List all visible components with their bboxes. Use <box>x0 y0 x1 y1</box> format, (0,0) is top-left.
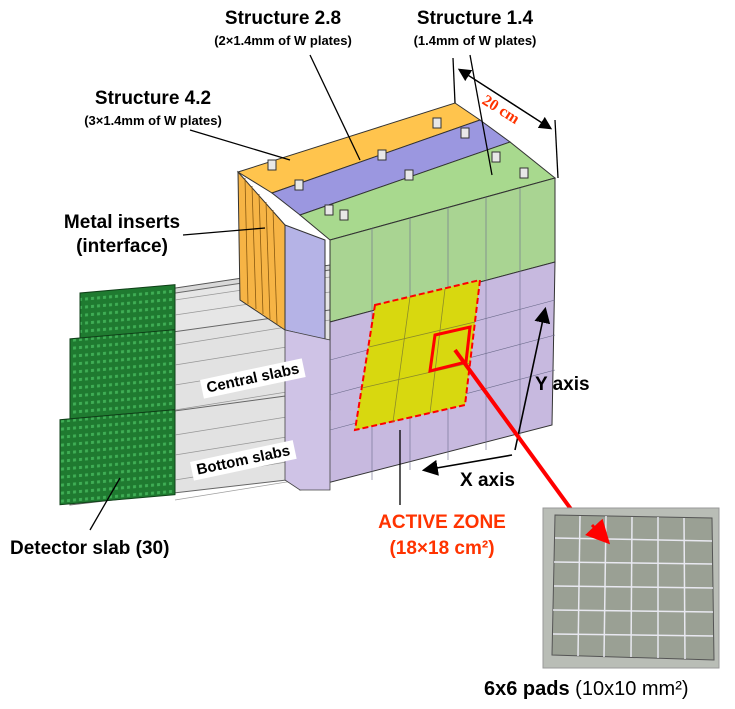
y-axis-arrow <box>514 306 551 451</box>
pad-zoom-arrow <box>453 348 597 545</box>
x-axis-arrow <box>421 454 513 476</box>
structure-4-2-title: Structure 4.2 <box>94 88 212 109</box>
structure-1-4-title: Structure 1.4 <box>416 8 534 29</box>
leader-structure-1-4 <box>469 54 493 176</box>
metal-insert-icons <box>267 117 529 221</box>
leader-structure-4-2 <box>189 129 291 161</box>
x-axis-label: X axis <box>460 470 515 491</box>
active-zone-size-label: (18×18 cm²) <box>389 538 495 559</box>
mechanical-structure <box>236 102 557 491</box>
active-zone-label: ACTIVE ZONE <box>378 512 506 533</box>
side-plate-lines <box>244 177 278 325</box>
pads-caption: 6x6 pads (10x10 mm²) <box>484 678 689 701</box>
width-dimension <box>452 57 559 179</box>
leader-detector-slab <box>89 477 121 531</box>
structure-2-8-title: Structure 2.8 <box>224 8 342 29</box>
metal-inserts-label: Metal inserts <box>63 212 181 233</box>
detector-slab-label: Detector slab (30) <box>10 538 170 559</box>
y-axis-label: Y axis <box>535 374 590 395</box>
axes <box>421 306 551 476</box>
side-purple-plates <box>284 224 326 341</box>
structure-2-8-subtitle: (2×1.4mm of W plates) <box>214 33 352 48</box>
leader-lines <box>89 54 493 531</box>
structure-1-4-subtitle: (1.4mm of W plates) <box>413 33 537 48</box>
pad-photo <box>542 507 720 669</box>
slab-group-central <box>69 309 331 426</box>
leader-metal-inserts <box>182 227 266 236</box>
pads-caption-rest: (10x10 mm²) <box>569 678 689 700</box>
leader-structure-2-8 <box>309 54 361 161</box>
structure-4-2-subtitle: (3×1.4mm of W plates) <box>84 113 222 128</box>
metal-inserts-sublabel: (interface) <box>76 236 168 257</box>
pads-caption-bold: 6x6 pads <box>484 678 570 700</box>
active-zone <box>353 278 482 432</box>
slab-group-bottom <box>59 389 331 506</box>
